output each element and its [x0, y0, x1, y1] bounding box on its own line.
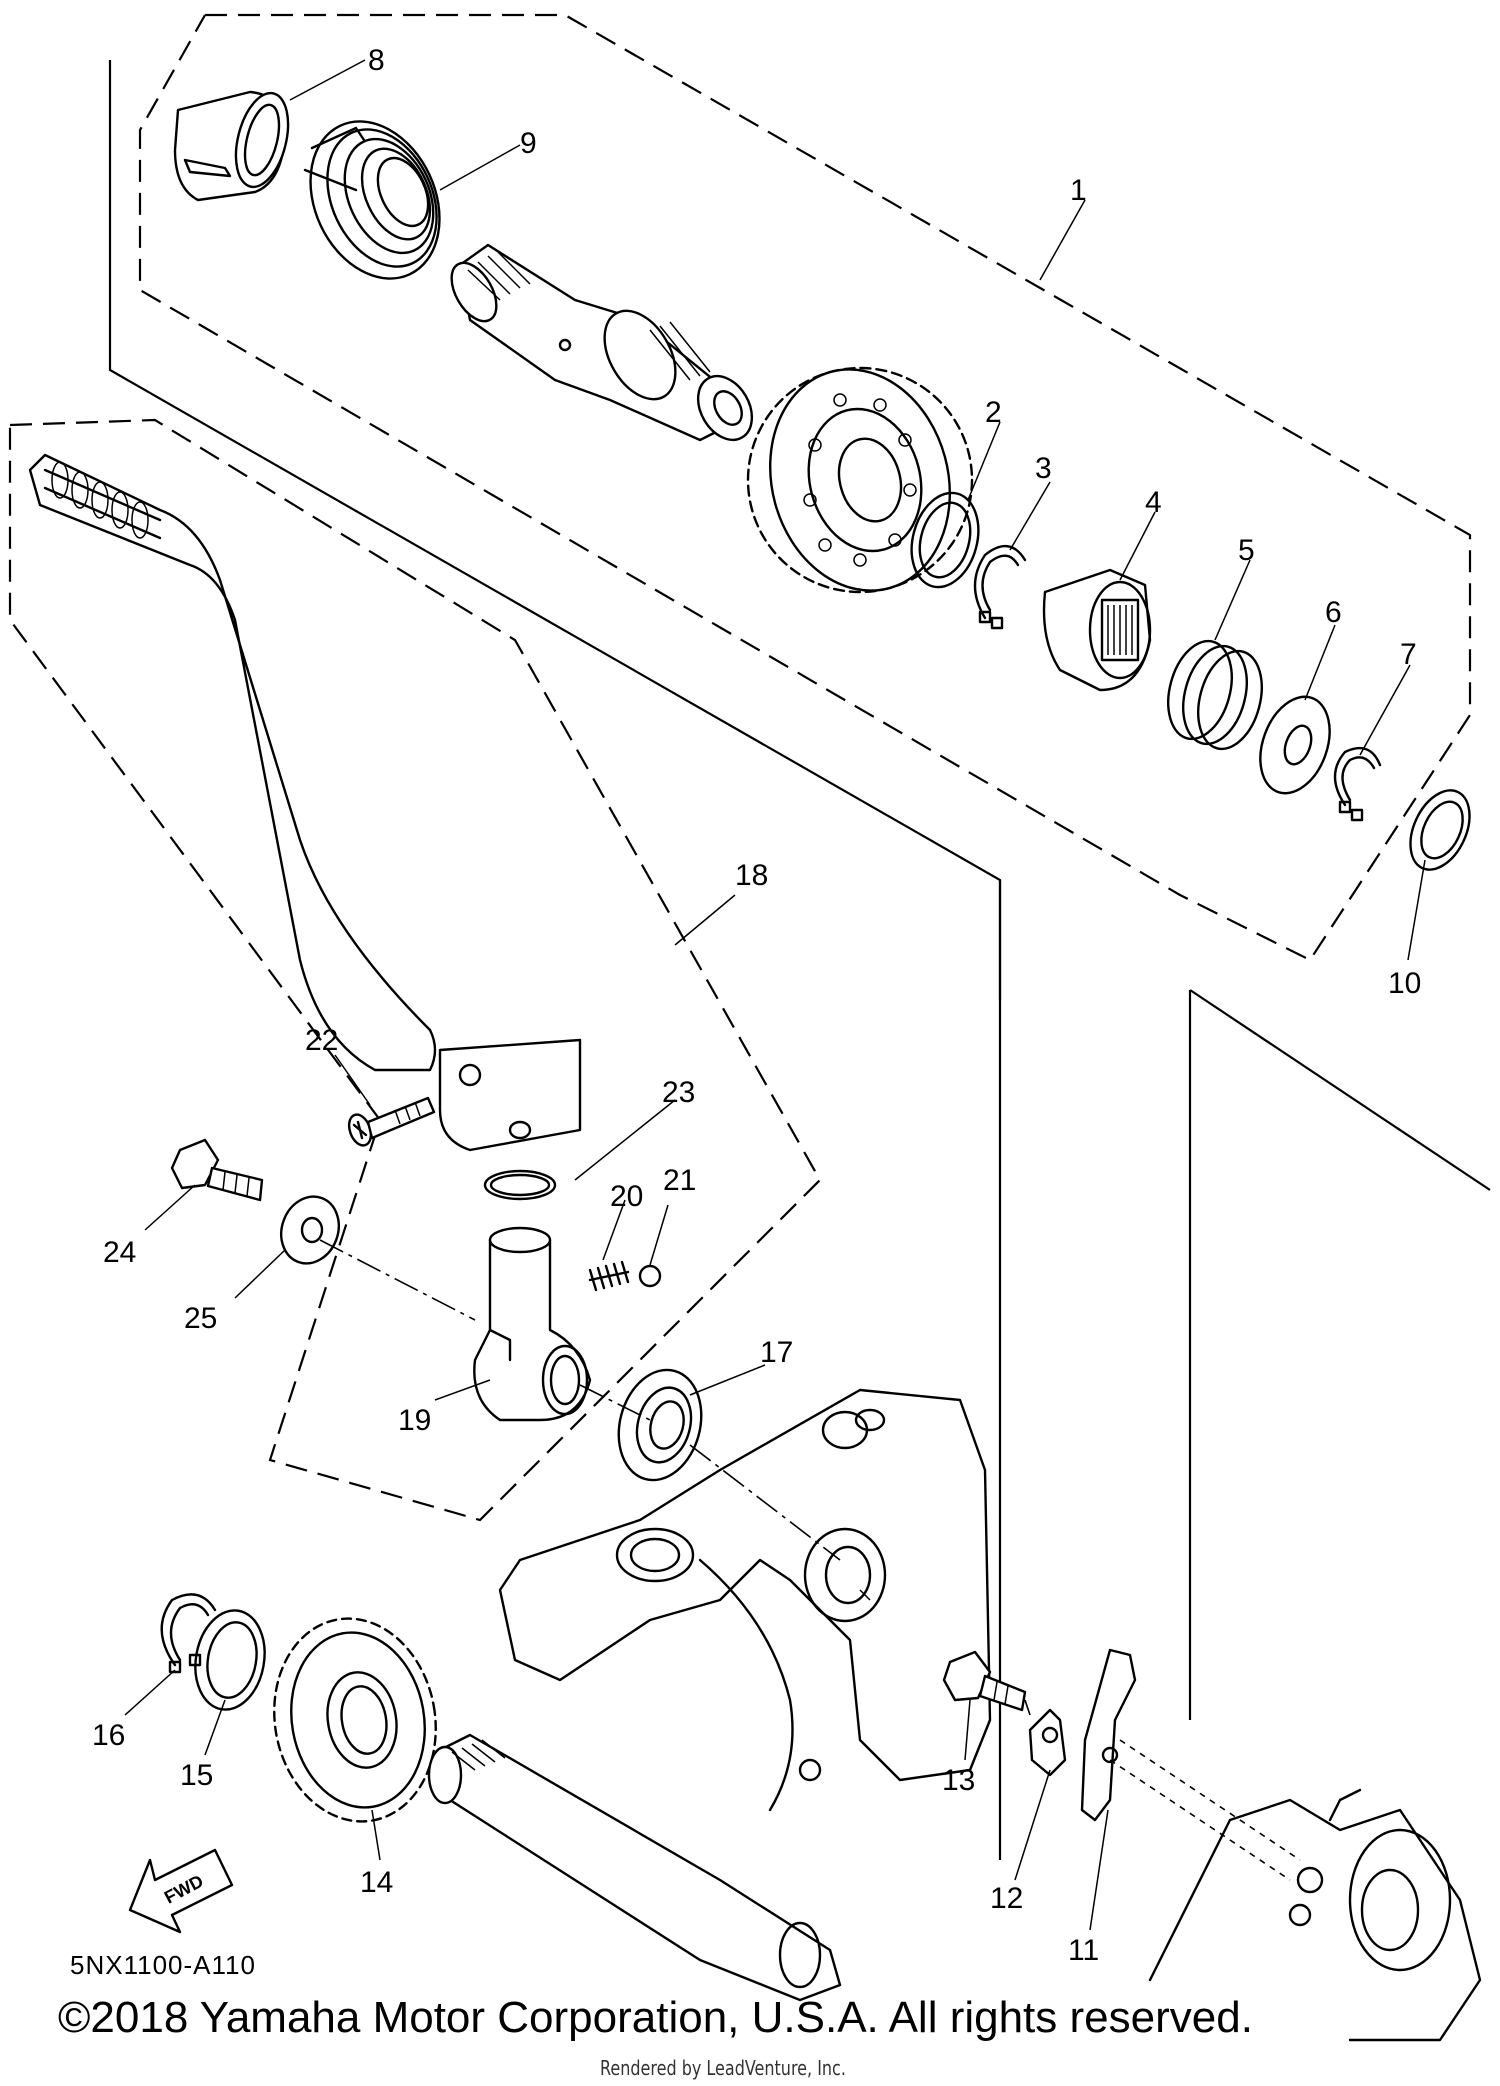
- housing-frame-right: [1189, 989, 1491, 1191]
- callout-6: 6: [1325, 596, 1342, 629]
- part-19-kick-boss: [473, 1226, 592, 1422]
- part-13-bolt: [942, 1650, 1027, 1712]
- part-3-circlip: [973, 545, 1027, 630]
- callout-8: 8: [368, 44, 385, 77]
- callout-20: 20: [610, 1180, 643, 1213]
- rendered-by-notice: Rendered by LeadVenture, Inc.: [600, 2056, 846, 2080]
- callout-21: 21: [663, 1164, 696, 1197]
- callout-19: 19: [398, 1404, 431, 1437]
- callout-23: 23: [662, 1076, 695, 1109]
- callout-9: 9: [520, 127, 537, 160]
- part-25-washer: [280, 1195, 340, 1265]
- part-9-torsion-spring: [303, 120, 441, 280]
- part-20-spring: [588, 1260, 630, 1292]
- callout-25: 25: [184, 1302, 217, 1335]
- callout-17: 17: [760, 1336, 793, 1369]
- forward-arrow-icon: FWD: [128, 1848, 234, 1934]
- callout-22: 22: [305, 1024, 338, 1057]
- part-14-idle-gear: [273, 1617, 437, 1823]
- part-21-ball: [638, 1264, 662, 1288]
- alignment-lines: [319, 1239, 1301, 1881]
- callout-5: 5: [1238, 534, 1255, 567]
- part-17-oil-seal: [617, 1368, 703, 1482]
- part-10-washer: [1409, 789, 1471, 871]
- callout-7: 7: [1400, 638, 1417, 671]
- callout-4: 4: [1145, 486, 1162, 519]
- callout-24: 24: [103, 1236, 136, 1269]
- callout-15: 15: [180, 1759, 213, 1792]
- callout-2: 2: [985, 396, 1002, 429]
- part-16-circlip: [160, 1593, 217, 1674]
- callout-leaders: [124, 59, 1426, 1931]
- part-24-bolt: [170, 1138, 264, 1202]
- kick-gear: [746, 366, 974, 594]
- assembly-outlines: [8, 13, 1491, 1860]
- callout-10: 10: [1388, 967, 1421, 1000]
- callout-12: 12: [990, 1882, 1023, 1915]
- diagram-code: 5NX1100-A110: [70, 1950, 256, 1980]
- housing-frame-left: [108, 60, 1002, 1470]
- part-23-o-ring: [483, 1169, 557, 1201]
- kick-axle-assembly-outline: [138, 13, 1472, 962]
- part-4-ratchet: [1042, 568, 1152, 692]
- part-12-plate: [1028, 1708, 1067, 1777]
- part-2-washer: [910, 491, 980, 589]
- callout-1: 1: [1070, 174, 1087, 207]
- callout-labels: 1 2 3 4 5 6 7 8 9 10 11 12 13 14 15 16 1…: [92, 44, 1421, 1967]
- kick-crank-lever: [28, 453, 582, 1152]
- kick-crank-assembly-outline: [8, 418, 822, 1522]
- callout-3: 3: [1035, 452, 1052, 485]
- part-11-stopper-plate: [1080, 1648, 1137, 1822]
- callout-14: 14: [360, 1866, 393, 1899]
- callout-18: 18: [735, 859, 768, 892]
- callout-11: 11: [1068, 1934, 1099, 1967]
- idle-gear-shaft: [427, 1733, 842, 2002]
- crankcase-cover: [498, 1388, 992, 1812]
- engine-case-right: [1148, 1788, 1482, 2042]
- part-22-screw: [347, 1096, 436, 1147]
- part-8-collar: [173, 90, 290, 202]
- part-7-circlip: [1333, 747, 1382, 822]
- kick-axle-shaft: [450, 243, 754, 442]
- copyright-notice: ©2018 Yamaha Motor Corporation, U.S.A. A…: [58, 1993, 1253, 2042]
- part-6-washer: [1259, 695, 1331, 795]
- callout-16: 16: [92, 1719, 125, 1752]
- part-5-spring: [1167, 639, 1263, 751]
- callout-13: 13: [942, 1764, 975, 1797]
